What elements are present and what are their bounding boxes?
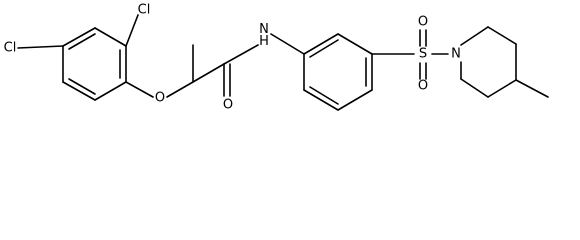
- sulfonyl-oxygen-bottom-label: O: [418, 79, 428, 94]
- piperidine-nitrogen-label: N: [451, 47, 461, 62]
- sulfur-label: S: [419, 47, 427, 62]
- sulfonyl-oxygen-top-label: O: [418, 15, 428, 30]
- chlorine-left-label: Cl: [4, 41, 17, 56]
- chlorine-top-label: Cl: [138, 3, 151, 18]
- carbonyl-oxygen-label: O: [223, 98, 233, 113]
- bond-lines: [17, 14, 549, 111]
- ether-oxygen-label: O: [155, 91, 165, 106]
